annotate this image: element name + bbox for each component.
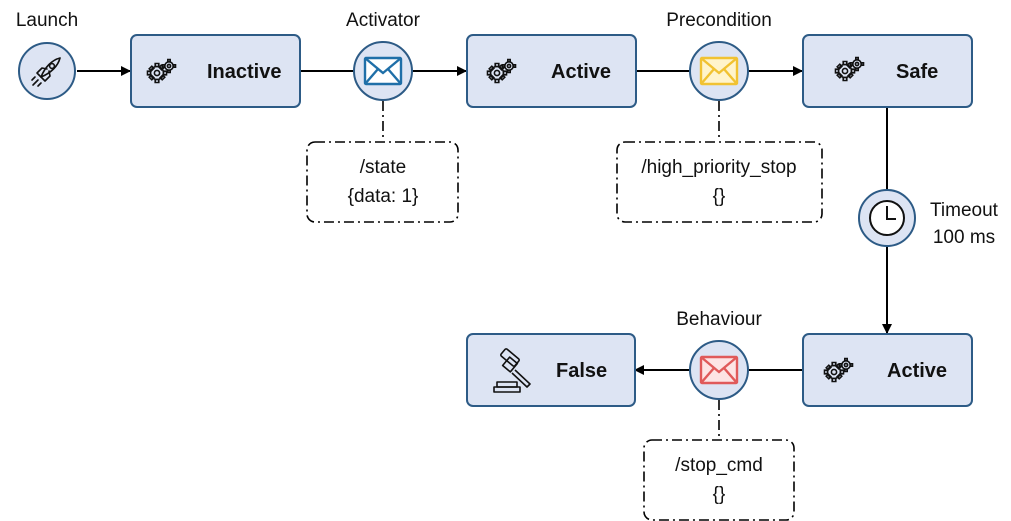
start-label: Launch xyxy=(16,10,78,31)
note-activator-payload: {data: 1} xyxy=(348,186,419,207)
timer-event[interactable]: Timeout 100 ms xyxy=(858,189,999,248)
note-precondition: /high_priority_stop {} xyxy=(616,141,823,223)
gavel-icon xyxy=(493,348,531,393)
envelope-icon xyxy=(363,56,403,86)
event-activator[interactable]: Activator xyxy=(346,10,421,101)
note-activator: /state {data: 1} xyxy=(306,141,459,223)
note-behaviour: /stop_cmd {} xyxy=(643,439,795,521)
state-inactive-label: Inactive xyxy=(207,61,281,83)
note-activator-topic: /state xyxy=(360,157,406,178)
state-false-label: False xyxy=(556,360,607,382)
state-safe[interactable]: Safe xyxy=(802,34,973,108)
state-active-1-label: Active xyxy=(551,61,611,83)
event-behaviour[interactable]: Behaviour xyxy=(676,309,762,400)
event-precondition[interactable]: Precondition xyxy=(666,10,772,101)
note-behaviour-payload: {} xyxy=(713,484,726,505)
start-event-launch[interactable]: Launch xyxy=(16,10,78,100)
note-precondition-payload: {} xyxy=(713,186,726,207)
state-active-1[interactable]: Active xyxy=(466,34,637,108)
state-false[interactable]: False xyxy=(466,333,636,407)
event-precondition-label: Precondition xyxy=(666,10,772,31)
envelope-icon xyxy=(699,355,739,385)
event-activator-label: Activator xyxy=(346,10,421,31)
state-inactive[interactable]: Inactive xyxy=(130,34,301,108)
note-behaviour-topic: /stop_cmd xyxy=(675,455,763,476)
state-safe-label: Safe xyxy=(896,61,938,83)
envelope-icon xyxy=(699,56,739,86)
state-active-2[interactable]: Active xyxy=(802,333,973,407)
state-active-2-label: Active xyxy=(887,360,947,382)
timeout-label-line1: Timeout xyxy=(930,200,999,221)
timeout-label-line2: 100 ms xyxy=(933,227,995,248)
note-precondition-topic: /high_priority_stop xyxy=(641,157,796,178)
clock-icon xyxy=(869,200,905,236)
event-behaviour-label: Behaviour xyxy=(676,309,762,330)
rocket-icon xyxy=(31,57,61,87)
